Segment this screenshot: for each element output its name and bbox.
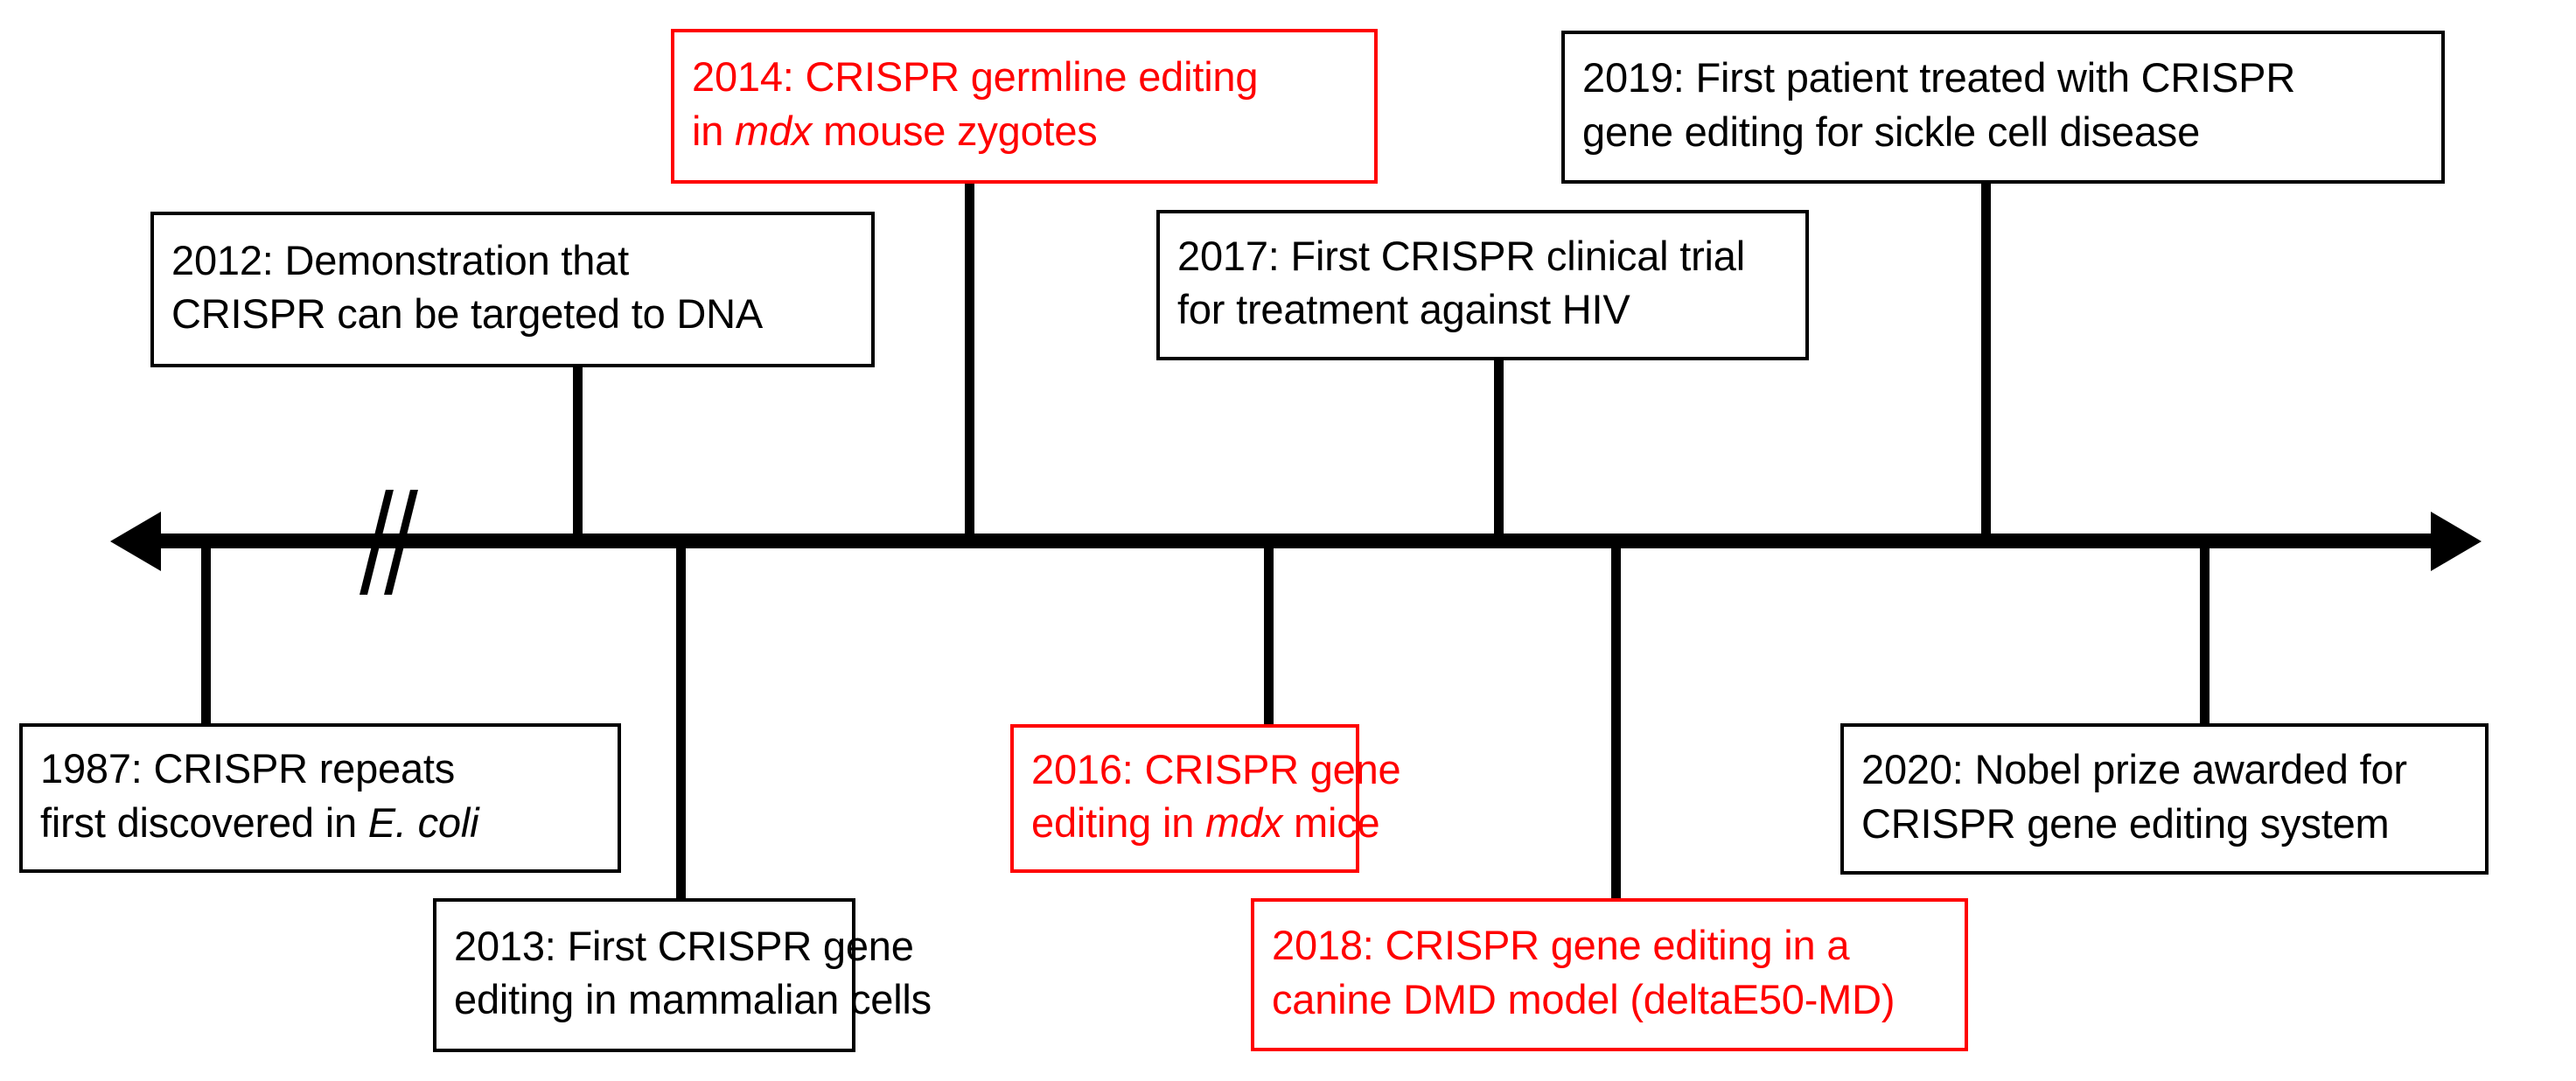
- event-box-2018[interactable]: 2018: CRISPR gene editing in a canine DM…: [1251, 898, 1968, 1051]
- event-2014-line-2-italic: mdx: [735, 107, 813, 154]
- event-2014-line-2-pre: in: [692, 107, 736, 154]
- event-2019-line-1: 2019: First patient treated with CRISPR: [1582, 54, 2296, 101]
- connector-stem-2019: [1981, 180, 1991, 540]
- event-2016-line-2: editing in mdx mice: [1031, 796, 1380, 849]
- event-2013-line-2: editing in mammalian cells: [454, 976, 932, 1022]
- event-2018-line-2: canine DMD model (deltaE50-MD): [1272, 975, 1895, 1022]
- event-2012-line-2: CRISPR can be targeted to DNA: [171, 290, 764, 337]
- timeline-left-arrow-icon: [110, 512, 161, 571]
- event-2020-line-2: CRISPR gene editing system: [1861, 799, 2390, 847]
- timeline-axis-break-icon: [357, 490, 427, 595]
- event-box-2012[interactable]: 2012: Demonstration that CRISPR can be t…: [150, 212, 875, 367]
- connector-stem-2020: [2200, 544, 2209, 726]
- event-2016-line-1: 2016: CRISPR gene: [1031, 745, 1401, 792]
- event-2020-line-1: 2020: Nobel prize awarded for: [1861, 746, 2407, 793]
- event-2016-line-2-italic: mdx: [1205, 799, 1283, 846]
- event-2019-line-2: gene editing for sickle cell disease: [1582, 108, 2201, 155]
- connector-stem-2013: [676, 544, 686, 901]
- event-1987-line-2: first discovered in E. coli: [40, 796, 600, 849]
- event-2014-line-1: 2014: CRISPR germline editing: [692, 53, 1259, 101]
- event-1987-line-2-pre: first discovered in: [40, 799, 368, 846]
- connector-stem-2016: [1264, 544, 1274, 726]
- event-2016-line-2-post: mice: [1282, 799, 1380, 846]
- event-2014-line-2-post: mouse zygotes: [812, 107, 1098, 154]
- event-2013-line-1: 2013: First CRISPR gene: [454, 922, 914, 969]
- event-2016-line-2-pre: editing in: [1031, 799, 1205, 846]
- connector-stem-1987: [201, 544, 211, 726]
- event-2012-line-1: 2012: Demonstration that: [171, 236, 629, 283]
- event-box-2020[interactable]: 2020: Nobel prize awarded for CRISPR gen…: [1840, 723, 2489, 875]
- timeline-right-arrow-icon: [2431, 512, 2482, 571]
- event-2017-line-1: 2017: First CRISPR clinical trial: [1177, 232, 1745, 279]
- event-box-2017[interactable]: 2017: First CRISPR clinical trial for tr…: [1156, 210, 1809, 360]
- connector-stem-2012: [573, 364, 583, 540]
- event-box-2016[interactable]: 2016: CRISPR gene editing in mdx mice: [1010, 724, 1401, 873]
- event-2017-line-2: for treatment against HIV: [1177, 286, 1630, 332]
- event-1987-line-1: 1987: CRISPR repeats: [40, 745, 456, 792]
- event-2018-line-1: 2018: CRISPR gene editing in a: [1272, 922, 1850, 969]
- event-1987-line-2-italic: E. coli: [367, 799, 479, 846]
- connector-stem-2017: [1494, 357, 1504, 540]
- timeline-axis-line: [131, 534, 2462, 548]
- event-2014-line-2: in mdx mouse zygotes: [692, 104, 1357, 157]
- connector-stem-2018: [1611, 544, 1621, 901]
- event-box-2013[interactable]: 2013: First CRISPR gene editing in mamma…: [433, 898, 932, 1052]
- event-box-2014[interactable]: 2014: CRISPR germline editing in mdx mou…: [671, 29, 1378, 184]
- connector-stem-2014: [965, 180, 974, 540]
- event-box-2019[interactable]: 2019: First patient treated with CRISPR …: [1561, 31, 2445, 184]
- event-box-1987[interactable]: 1987: CRISPR repeats first discovered in…: [19, 723, 621, 873]
